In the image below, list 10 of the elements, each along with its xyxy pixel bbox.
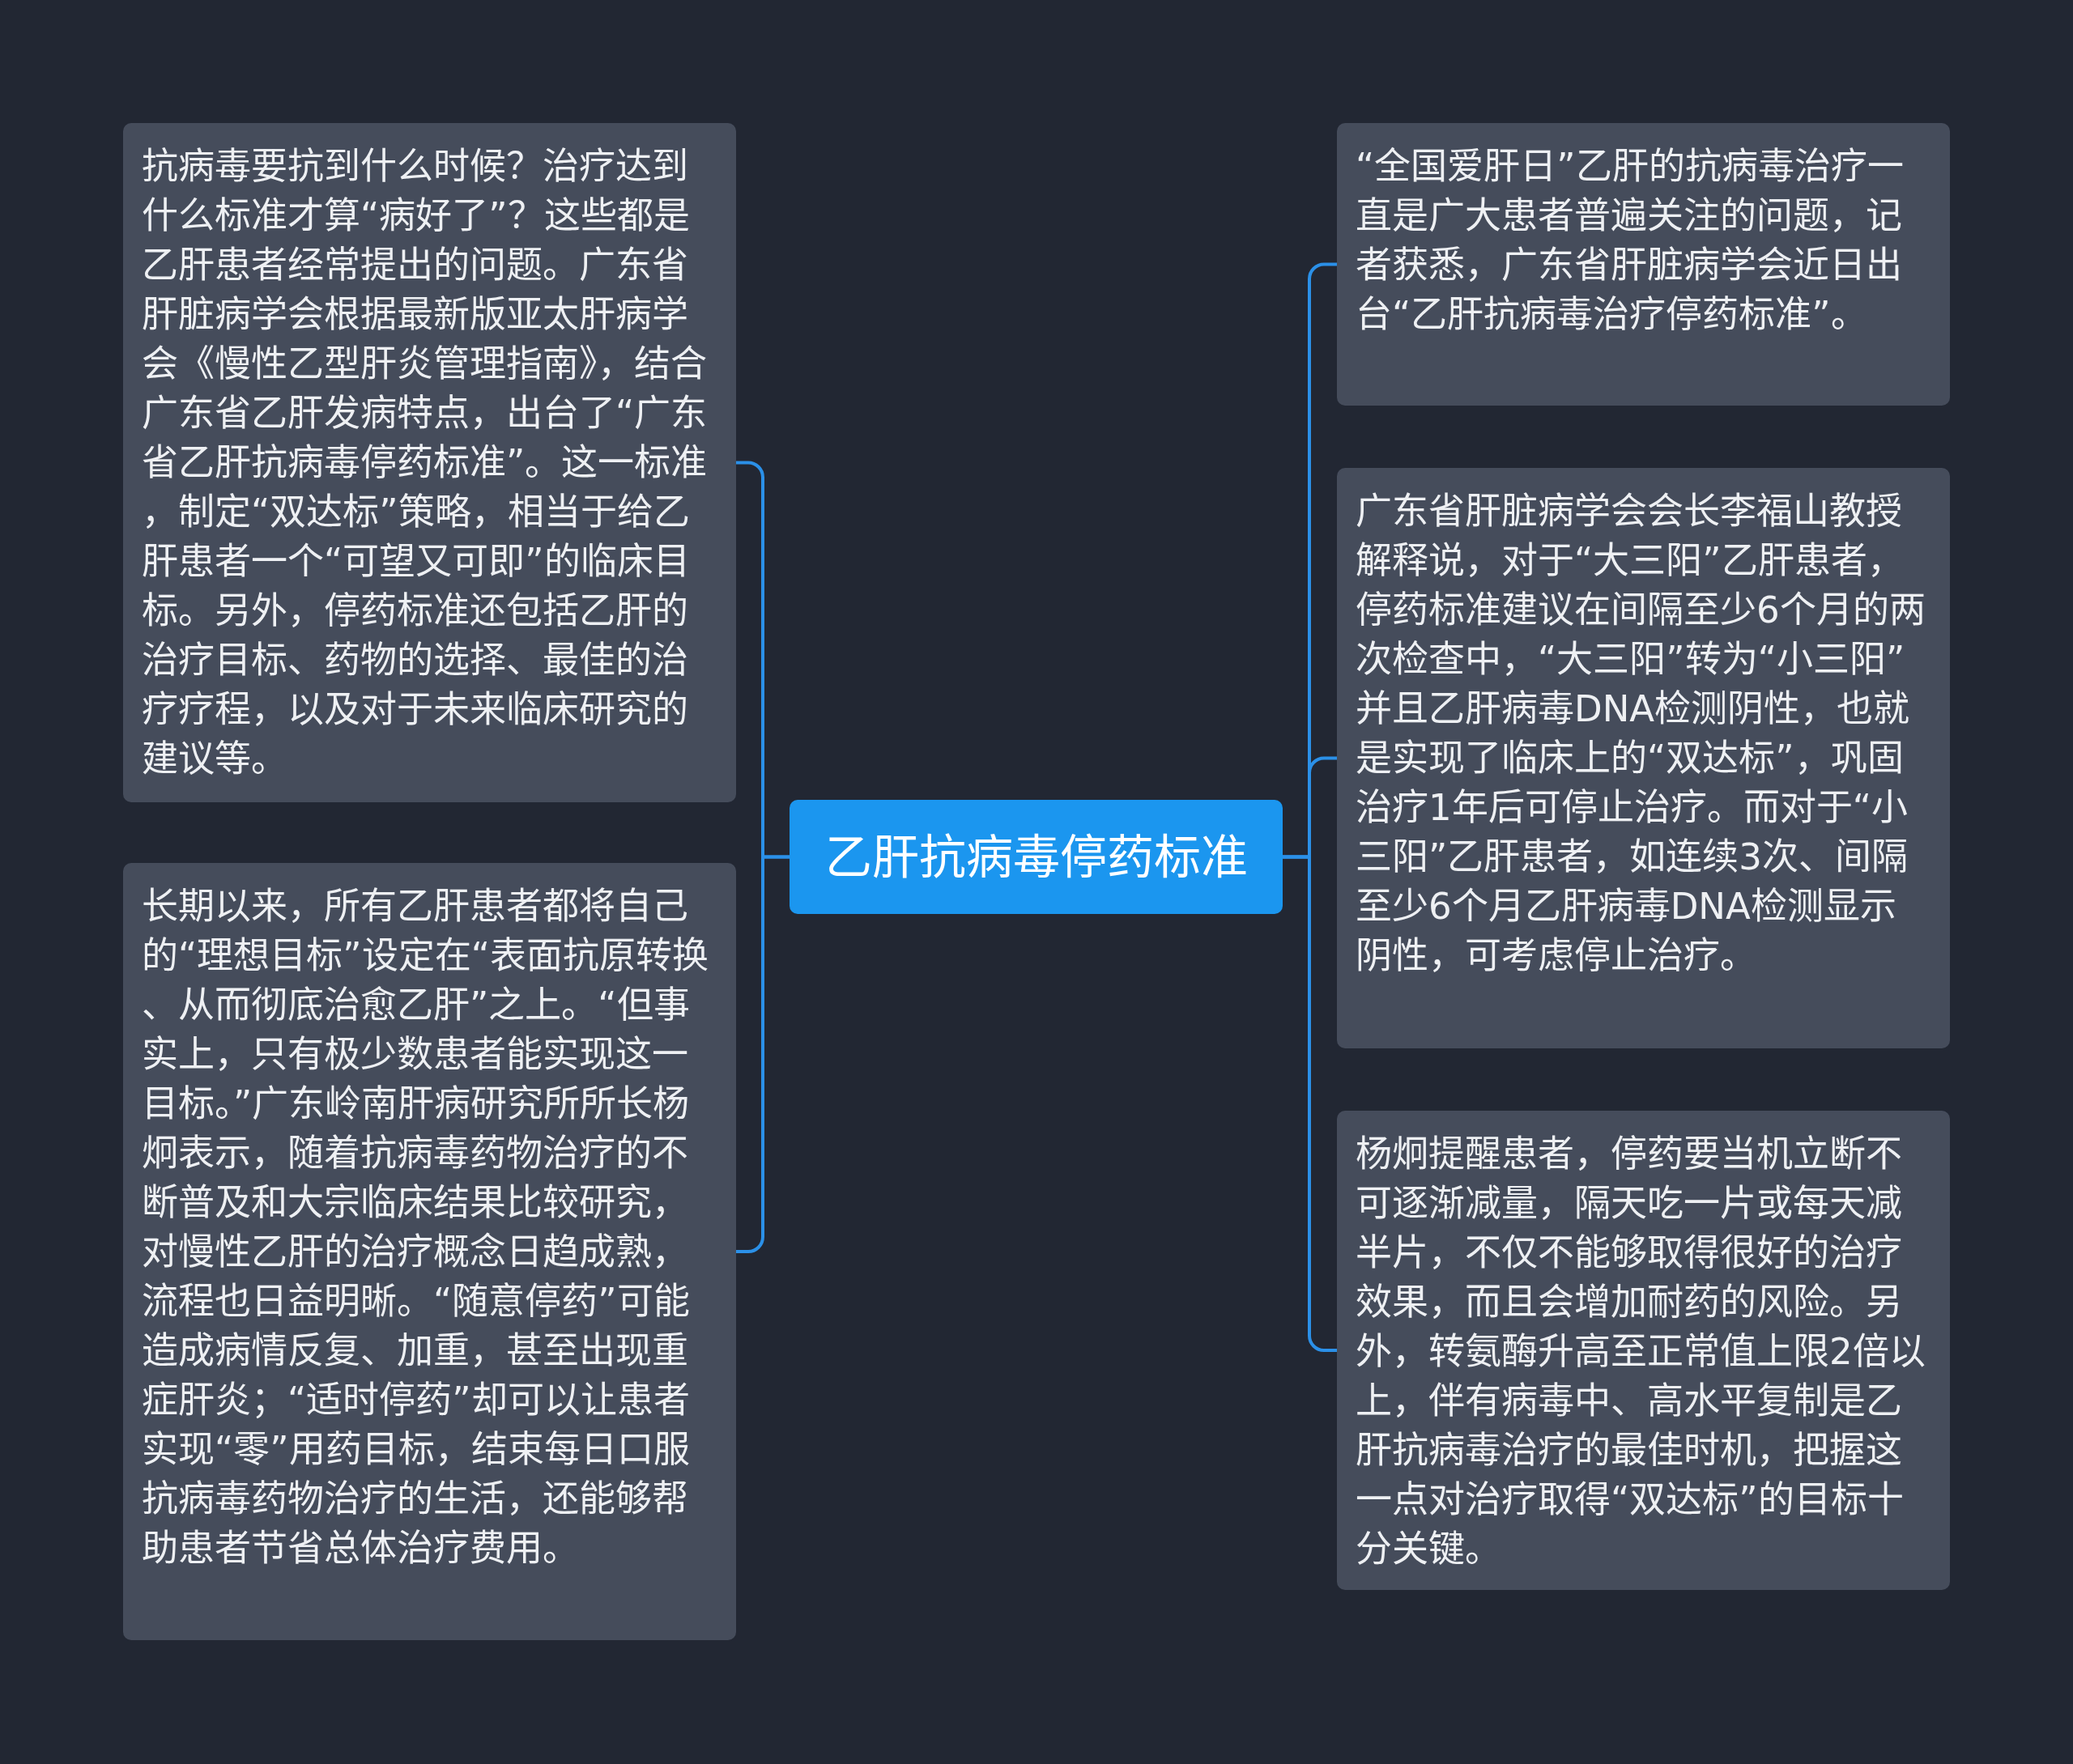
- text-card: [123, 863, 736, 1640]
- text-card: [1337, 123, 1950, 406]
- paragraph-text: 长期以来，所有乙肝患者都将自己的“理想目标”设定在“表面抗原转换、从而彻底治愈乙肝”之上。“但事实上，只有极少数患者能实现这一目标。”广东岭南肝病研究所所长杨炯表示，随着抗病毒药物治疗的不断普及和大宗临床结果比较研究，对慢性乙肝的治疗概念日趋成熟，流程也日益明晰。“随意停药”可能造成病情反复、加重，甚至出现重症肝炎；“适时停药”却可以让患者实现“零”用药目标，结束每日口服抗病毒药物治疗的生活，还能够帮助患者节省总体治疗费用。: [142, 884, 709, 1571]
- topic-title: 乙肝抗病毒停药标准: [824, 828, 1248, 886]
- paragraph-text: “全国爱肝日”乙肝的抗病毒治疗一直是广大患者普遍关注的问题，记者获悉，广东省肝脏病学会近日出台“乙肝抗病毒治疗停药标准”。: [1356, 144, 1905, 338]
- text-card: [1337, 468, 1950, 1048]
- paragraph-text: 杨炯提醒患者，停药要当机立断不可逐渐减量，隔天吃一片或每天减半片，不仅不能够取得很好的治疗效果，而且会增加耐药的风险。另外，转氨酶升高至正常值上限2倍以上，伴有病毒中、高水平复制是乙肝抗病毒治疗的最佳时机，把握这一点对治疗取得“双达标”的目标十分关键。: [1356, 1132, 1926, 1572]
- paragraph-text: 广东省肝脏病学会会长李福山教授解释说，对于“大三阳”乙肝患者，停药标准建议在间隔至少6个月的两次检查中，“大三阳”转为“小三阳”并且乙肝病毒DNA检测阴性，也就是实现了临床上的“双达标”，巩固治疗1年后可停止治疗。而对于“小三阳”乙肝患者，如连续3次、间隔至少6个月乙肝病毒DNA检测显示阴性，可考虑停止治疗。: [1356, 489, 1926, 979]
- central-topic-box: [790, 800, 1283, 914]
- paragraph-text: 抗病毒要抗到什么时候？治疗达到什么标准才算“病好了”？这些都是乙肝患者经常提出的问题。广东省肝脏病学会根据最新版亚太肝病学会《慢性乙型肝炎管理指南》，结合广东省乙肝发病特点，出台了“广东省乙肝抗病毒停药标准”。这一标准，制定“双达标”策略，相当于给乙肝患者一个“可望又可即”的临床目标。另外，停药标准还包括乙肝的治疗目标、药物的选择、最佳的治疗疗程，以及对于未来临床研究的建议等。: [142, 144, 709, 782]
